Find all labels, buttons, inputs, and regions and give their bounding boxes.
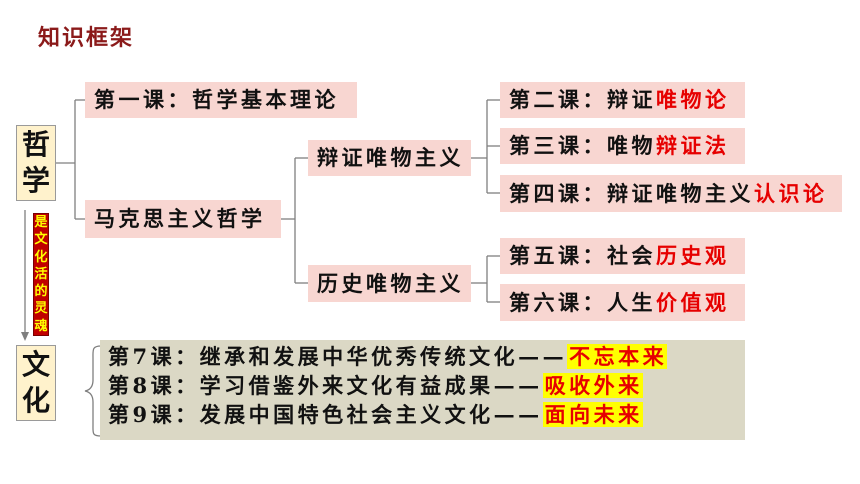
culture-lesson-9-prefix: 第9课：发展中国特色社会主义文化——: [108, 402, 543, 427]
node-lesson6-prefix: 第六课：人生: [509, 290, 656, 315]
node-lesson4: 第四课：辩证唯物主义认识论: [500, 175, 842, 212]
node-lesson5-prefix: 第五课：社会: [509, 243, 656, 268]
node-lesson5-highlight: 历史观: [656, 243, 730, 268]
node-lesson2-highlight: 唯物论: [656, 87, 730, 112]
node-historical-materialism-text: 历史唯物主义: [317, 271, 464, 296]
culture-lessons-box: 第7课：继承和发展中华优秀传统文化——不忘本来 第8课：学习借鉴外来文化有益成果…: [100, 340, 745, 440]
culture-brace: [84, 345, 102, 437]
node-lesson1-text: 第一课：哲学基本理论: [94, 87, 339, 112]
node-lesson3-prefix: 第三课：唯物: [509, 133, 656, 158]
culture-lesson-7-highlight: 不忘本来: [567, 344, 668, 369]
node-lesson6-highlight: 价值观: [656, 290, 730, 315]
node-lesson1: 第一课：哲学基本理论: [85, 82, 357, 118]
philosophy-label-box: 哲学: [16, 125, 56, 201]
node-dialectical-materialism-text: 辩证唯物主义: [317, 145, 464, 170]
node-lesson2-prefix: 第二课：辩证: [509, 87, 656, 112]
culture-label: 文化: [21, 348, 50, 417]
culture-lesson-7-prefix: 第7课：继承和发展中华优秀传统文化——: [108, 344, 568, 369]
culture-lesson-9: 第9课：发展中国特色社会主义文化——面向未来: [108, 400, 745, 429]
culture-lesson-8: 第8课：学习借鉴外来文化有益成果——吸收外来: [108, 371, 745, 400]
page-title: 知识框架: [38, 26, 135, 51]
node-marxist-philosophy: 马克思主义哲学: [85, 200, 281, 238]
culture-lesson-8-prefix: 第8课：学习借鉴外来文化有益成果——: [108, 373, 543, 398]
node-lesson4-prefix: 第四课：辩证唯物主义: [509, 181, 754, 206]
philosophy-label: 哲学: [21, 128, 50, 197]
culture-label-box: 文化: [16, 345, 56, 421]
culture-lesson-9-highlight: 面向未来: [542, 402, 643, 427]
node-marxist-philosophy-text: 马克思主义哲学: [94, 206, 266, 231]
node-lesson2: 第二课：辩证唯物论: [500, 82, 745, 118]
node-lesson6: 第六课：人生价值观: [500, 284, 745, 321]
culture-lesson-7: 第7课：继承和发展中华优秀传统文化——不忘本来: [108, 342, 745, 371]
down-arrow-head: [21, 332, 29, 341]
node-dialectical-materialism: 辩证唯物主义: [308, 140, 471, 176]
culture-lesson-8-highlight: 吸收外来: [542, 373, 643, 398]
node-lesson3-highlight: 辩证法: [656, 133, 730, 158]
node-lesson4-highlight: 认识论: [754, 181, 828, 206]
node-lesson3: 第三课：唯物辩证法: [500, 128, 745, 164]
node-lesson5: 第五课：社会历史观: [500, 238, 745, 274]
soul-of-culture-label: 是文化活的灵魂: [33, 213, 49, 336]
node-historical-materialism: 历史唯物主义: [308, 265, 471, 302]
